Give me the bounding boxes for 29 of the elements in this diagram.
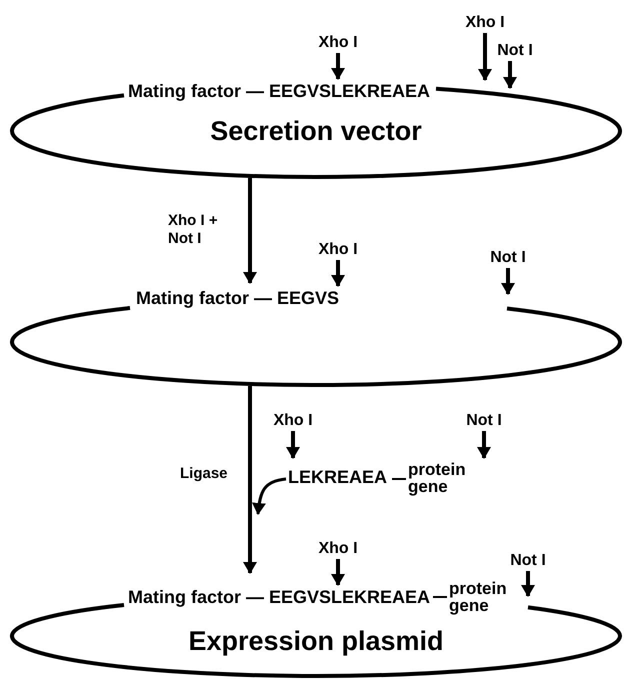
sequence-label: Mating factor — EEGVS [136,288,340,308]
gene-label: protein gene [408,461,467,495]
step-arrow [331,559,345,586]
step-arrow [477,431,491,459]
plasmid-title: Expression plasmid [188,625,444,657]
step-arrow [478,33,492,81]
step-arrow [243,178,257,284]
sequence-label: Mating factor — EEGVSLEKREAEA [128,587,430,607]
site-label: Xho I [313,34,363,52]
step-arrow [286,431,300,459]
site-label: Xho I [313,540,363,558]
site-label: Not I [503,552,553,570]
step-arrow [521,571,535,597]
gene-label: protein gene [449,580,508,614]
site-label: Xho I [313,241,363,259]
step-arrow [503,61,517,89]
sequence-label: Mating factor — EEGVSLEKREAEA [128,81,430,101]
arrow [252,478,286,515]
sequence-label: LEKREAEA [288,467,388,487]
site-label: Not I [490,42,540,60]
site-label: Xho I [268,412,318,430]
site-label: Not I [459,412,509,430]
step-arrow [501,268,515,295]
site-label: Xho I [460,14,510,32]
plasmid-title: Secretion vector [210,115,422,147]
site-label: Not I [483,249,533,267]
step-arrow [331,260,345,287]
step-arrow [243,386,257,574]
step-arrow [331,53,345,80]
